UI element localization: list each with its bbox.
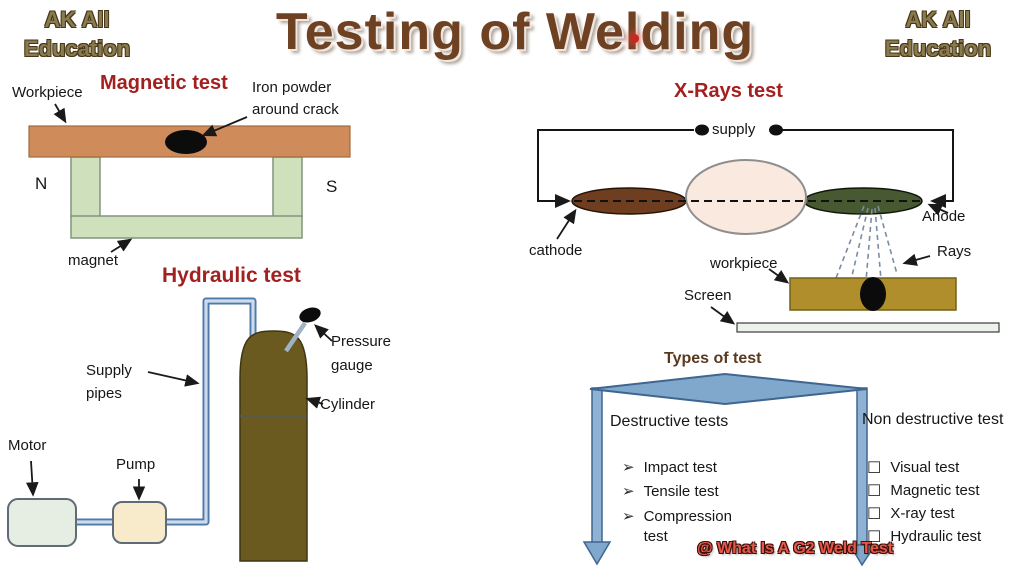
supply-pipes-label-line1: Supply bbox=[86, 362, 132, 379]
circuit-wire-left bbox=[537, 129, 694, 208]
list-item-label: Hydraulic test bbox=[890, 528, 982, 545]
gauge-stem bbox=[284, 321, 307, 353]
supply-pipes-arrow bbox=[147, 371, 200, 387]
laser-dot-icon bbox=[630, 34, 639, 43]
cathode-arrow bbox=[556, 208, 577, 240]
xray-workpiece-label: workpiece bbox=[710, 255, 778, 272]
iron-powder-arrow bbox=[201, 116, 248, 137]
pump-label: Pump bbox=[116, 456, 156, 473]
destructive-branch-arrowhead bbox=[582, 541, 612, 566]
xray-test-diagram bbox=[537, 124, 1000, 333]
types-diamond bbox=[589, 372, 868, 406]
brand-line1: AK All bbox=[905, 7, 971, 32]
magnetic-test-title: Magnetic test bbox=[100, 72, 228, 94]
rays-arrow bbox=[902, 253, 931, 266]
xray-rays bbox=[835, 205, 898, 282]
cylinder-arrow bbox=[305, 396, 324, 409]
list-item-label: X-ray test bbox=[890, 505, 955, 522]
list-item-label: Magnetic test bbox=[890, 482, 980, 499]
magnet-base bbox=[70, 215, 303, 239]
list-item-label: Impact test bbox=[643, 459, 717, 476]
cylinder-label: Cylinder bbox=[320, 396, 376, 413]
brand-logo-left: AK All Education bbox=[2, 6, 152, 63]
circuit-wire-right bbox=[779, 129, 954, 208]
anode-label: Anode bbox=[922, 208, 966, 225]
rays-label: Rays bbox=[937, 243, 972, 260]
cathode-label: cathode bbox=[529, 242, 583, 259]
xray-tube bbox=[685, 159, 807, 235]
list-item-label: Tensile test bbox=[643, 483, 719, 501]
brand-line1: AK All bbox=[44, 7, 110, 32]
types-of-test-diagram bbox=[582, 372, 877, 567]
supply-terminal-right bbox=[769, 124, 783, 136]
workpiece-arrow bbox=[53, 103, 67, 124]
list-item: ➢ Tensile test bbox=[622, 482, 756, 502]
brand-line2: Education bbox=[884, 35, 992, 61]
magnet-left-pole bbox=[70, 156, 101, 218]
watermark-text: @ What Is A G2 Weld Test bbox=[697, 540, 894, 557]
hydraulic-test-title: Hydraulic test bbox=[162, 264, 301, 287]
gauge-head bbox=[299, 307, 321, 323]
list-item-label: Visual test bbox=[890, 459, 960, 476]
iron-powder-label-line1: Iron powder bbox=[252, 79, 332, 96]
page-title: Testing of Welding bbox=[275, 3, 755, 61]
checkbox-bullet-icon: ☐ bbox=[867, 528, 882, 546]
screen-arrow bbox=[710, 306, 736, 325]
destructive-tests-list: ➢ Impact test ➢ Tensile test ➢ Compressi… bbox=[622, 458, 756, 551]
supply-label: supply bbox=[712, 121, 756, 138]
checkbox-bullet-icon: ☐ bbox=[867, 482, 882, 500]
destructive-branch-bar bbox=[591, 387, 603, 544]
list-item: ☐ Magnetic test bbox=[867, 479, 981, 502]
anode-arrow bbox=[927, 203, 949, 216]
pressure-gauge-label-line2: gauge bbox=[331, 357, 373, 374]
magnet-right-pole bbox=[272, 156, 303, 218]
xray-test-title: X-Rays test bbox=[674, 80, 783, 102]
iron-powder-crack-spot bbox=[165, 130, 207, 154]
types-of-test-title: Types of test bbox=[664, 350, 762, 367]
list-item: ☐ X-ray test bbox=[867, 502, 981, 525]
cylinder-body bbox=[239, 330, 308, 562]
arrow-bullet-icon: ➢ bbox=[622, 483, 635, 501]
motor-box bbox=[7, 498, 77, 547]
screen-bar bbox=[736, 322, 1000, 333]
north-pole-label: N bbox=[35, 174, 48, 193]
south-pole-label: S bbox=[326, 177, 338, 196]
motor-label: Motor bbox=[8, 437, 47, 454]
pump-box bbox=[112, 501, 167, 544]
hydraulic-test-diagram bbox=[7, 297, 333, 562]
supply-pipes-label-line2: pipes bbox=[86, 385, 122, 402]
magnet-label: magnet bbox=[68, 252, 119, 269]
list-item: ☐ Visual test bbox=[867, 456, 981, 479]
iron-powder-label-line2: around crack bbox=[252, 101, 339, 118]
motor-arrow bbox=[26, 460, 39, 497]
list-item-label: Compression test bbox=[643, 507, 732, 545]
workpiece-label: Workpiece bbox=[12, 84, 83, 101]
magnetic-test-diagram bbox=[28, 103, 351, 253]
non-destructive-tests-list: ☐ Visual test ☐ Magnetic test ☐ X-ray te… bbox=[867, 456, 981, 548]
list-item: ➢ Impact test bbox=[622, 458, 756, 478]
list-item: ☐ Hydraulic test bbox=[867, 525, 981, 548]
xray-workpiece-arrow bbox=[768, 268, 790, 284]
supply-terminal-left bbox=[695, 124, 709, 136]
list-item: ➢ Compression test bbox=[622, 507, 756, 548]
arrow-bullet-icon: ➢ bbox=[622, 459, 635, 476]
pressure-gauge-arrow bbox=[314, 324, 333, 342]
non-destructive-tests-heading: Non destructive test bbox=[862, 411, 1004, 428]
screen-label: Screen bbox=[684, 287, 732, 304]
checkbox-bullet-icon: ☐ bbox=[867, 505, 882, 523]
magnet-arrow bbox=[110, 238, 133, 253]
brand-line2: Education bbox=[23, 35, 131, 61]
destructive-tests-heading: Destructive tests bbox=[610, 413, 729, 430]
brand-logo-right: AK All Education bbox=[858, 6, 1018, 63]
weld-defect-spot bbox=[860, 277, 886, 311]
checkbox-bullet-icon: ☐ bbox=[867, 459, 882, 477]
arrow-bullet-icon: ➢ bbox=[622, 507, 635, 525]
non-destructive-branch-arrowhead bbox=[848, 544, 877, 567]
pressure-gauge-label-line1: Pressure bbox=[331, 333, 392, 350]
